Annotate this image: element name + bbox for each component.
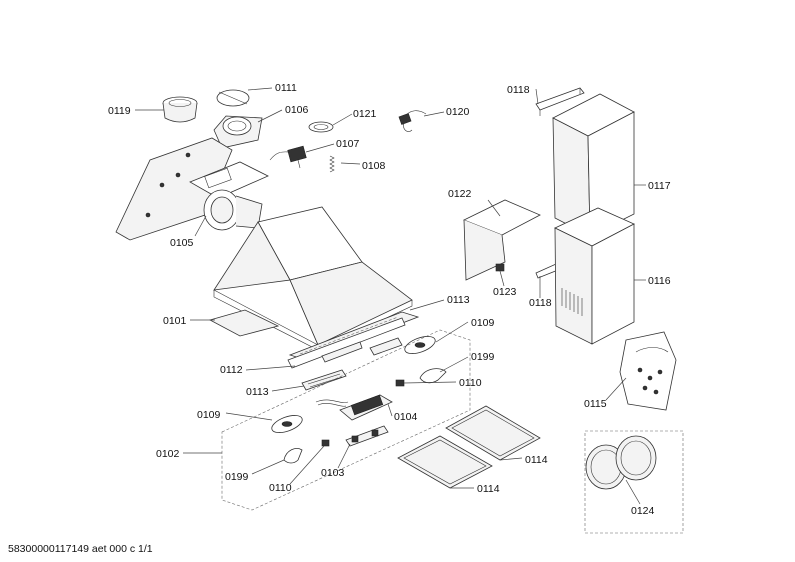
light-panel-part-0112	[287, 317, 406, 369]
label-0121: 0121	[353, 108, 377, 120]
switch-part-0103	[345, 425, 389, 447]
label-0101: 0101	[163, 315, 187, 327]
label-0113-upper: 0113	[447, 294, 470, 306]
chimney-bracket-part-0118-side	[535, 263, 559, 279]
label-0118-side: 0118	[529, 297, 552, 309]
label-0115: 0115	[584, 398, 607, 410]
label-0124: 0124	[631, 505, 655, 517]
label-0123: 0123	[493, 286, 517, 298]
label-0107: 0107	[336, 138, 360, 150]
label-0118-top: 0118	[507, 84, 530, 96]
flap-disc-part-0111	[216, 89, 250, 107]
label-0114-bottom: 0114	[477, 483, 500, 495]
bulb-part-0199-left	[283, 448, 303, 464]
grease-filter-part-0114-top	[445, 405, 541, 461]
label-0111: 0111	[275, 82, 297, 94]
leader-lines	[135, 87, 646, 505]
document-code: 58300000117149 aet 000 c 1/1	[8, 543, 153, 555]
lower-chimney-part-0116	[554, 207, 635, 345]
label-0104: 0104	[394, 411, 418, 423]
label-0116: 0116	[648, 275, 671, 287]
label-0110-right: 0110	[459, 377, 482, 389]
label-0108: 0108	[362, 160, 386, 172]
lamp-cover-part-0109-left	[271, 415, 303, 433]
label-0114-top: 0114	[525, 454, 548, 466]
bulb-part-0199-right	[419, 368, 447, 384]
clip-part-0123	[495, 263, 505, 272]
filter-strip-part-0113-lower	[301, 337, 403, 391]
label-0109-left: 0109	[197, 409, 221, 421]
label-0112: 0112	[220, 364, 243, 376]
label-0117: 0117	[648, 180, 671, 192]
label-0103: 0103	[321, 467, 345, 479]
label-0110-left: 0110	[269, 482, 292, 494]
label-0106: 0106	[285, 104, 309, 116]
mounting-bracket-part-0122	[463, 199, 541, 281]
label-0105: 0105	[170, 237, 194, 249]
lamp-assembly-group-0102	[221, 329, 471, 511]
capacitor-part-0107	[269, 145, 307, 169]
label-0113-lower: 0113	[246, 386, 269, 398]
spring-part-0108	[329, 155, 335, 173]
grease-filter-part-0114-bottom	[397, 435, 493, 489]
outlet-adapter-part-0106	[213, 115, 263, 149]
label-0119: 0119	[108, 105, 131, 117]
label-0109-right: 0109	[471, 317, 495, 329]
carbon-filter-box-0124	[584, 430, 684, 534]
label-0199-left: 0199	[225, 471, 249, 483]
power-cable-part-0120	[398, 110, 427, 132]
clamp-part-0121	[308, 121, 334, 133]
lamp-holder-part-0110-left	[321, 439, 330, 447]
switch-assembly-part-0104	[315, 394, 393, 421]
upper-chimney-part-0117	[552, 93, 635, 237]
label-0199-right: 0199	[471, 351, 495, 363]
motor-bracket-part-0105	[115, 137, 269, 241]
lamp-cover-part-0109-right	[404, 336, 436, 354]
label-0122: 0122	[448, 188, 472, 200]
label-0102: 0102	[156, 448, 180, 460]
lamp-holder-part-0110-right	[395, 379, 405, 387]
chimney-bracket-part-0118-top	[535, 87, 585, 116]
label-0120: 0120	[446, 106, 470, 118]
hood-canopy-part-0101	[208, 206, 413, 351]
duct-ring-part-0119	[162, 96, 198, 123]
accessory-bag-part-0115	[619, 331, 677, 411]
